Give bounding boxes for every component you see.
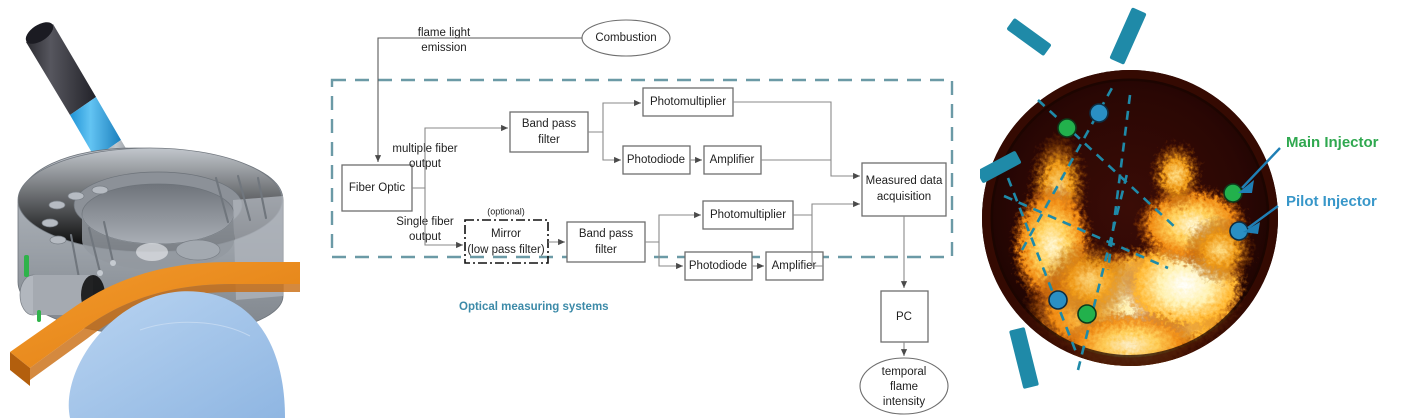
- amplifier-top-box: [703, 145, 762, 175]
- main-injector-label: Main Injector: [1286, 134, 1379, 151]
- combustion-label: Combustion: [595, 32, 656, 44]
- photodiode-bottom-box: [684, 251, 753, 281]
- injector-overlay-lines: [1003, 87, 1177, 371]
- flame-light-label-line2: emission: [421, 42, 466, 54]
- band-pass-top-line1: Band pass: [522, 118, 577, 130]
- band-pass-bottom-line1: Band pass: [579, 228, 634, 240]
- bandpass-top-to-pmt-connector: [588, 99, 641, 133]
- band-pass-filter-bottom-box: [566, 221, 646, 263]
- callout-arrowheads: [1238, 180, 1260, 234]
- flame-camera-image: Main Injector Pilot Injector: [980, 7, 1379, 389]
- photomultiplier-bottom-box: [702, 200, 794, 230]
- fiber-optic-label: Fiber Optic: [349, 182, 405, 194]
- amplifier-top-label: Amplifier: [710, 154, 755, 166]
- injector-struts: [980, 7, 1147, 389]
- daq-label-line2: acquisition: [877, 191, 931, 203]
- photomultiplier-top-label: Photomultiplier: [650, 96, 726, 108]
- band-pass-filter-top-box: [509, 111, 589, 153]
- callout-arrows: [1241, 147, 1281, 229]
- bandpass-bottom-to-pmt-connector: [645, 211, 701, 243]
- cad-cutaway-image: [10, 22, 300, 418]
- mirror-label-line2: (low pass filter): [467, 244, 544, 256]
- pilot-injector-markers: [1048, 103, 1249, 310]
- photomultiplier-bottom-label: Photomultiplier: [710, 209, 786, 221]
- output-label-line3: intensity: [883, 396, 925, 408]
- pc-label: PC: [896, 311, 912, 323]
- main-injector-markers: [1057, 118, 1243, 324]
- band-pass-bottom-line2: filter: [595, 244, 617, 256]
- pilot-injector-label: Pilot Injector: [1286, 193, 1377, 210]
- blue-dome: [68, 291, 285, 418]
- temporal-flame-intensity-node: [859, 357, 949, 415]
- flame-light-connector: [374, 37, 582, 162]
- main-injector-marker: [1077, 304, 1097, 324]
- output-label-line2: flame: [890, 381, 918, 393]
- flame-camera-panel: Main Injector Pilot Injector: [980, 0, 1411, 418]
- daq-label-line1: Measured data: [866, 175, 943, 187]
- band-pass-top-line2: filter: [538, 134, 560, 146]
- optional-note: (optional): [487, 206, 525, 216]
- bandpass-bottom-to-photodiode-connector: [658, 242, 683, 270]
- photomultiplier-top-box: [642, 87, 734, 117]
- output-label-line1: temporal: [882, 366, 927, 378]
- measured-data-acquisition-box: [861, 162, 947, 217]
- pmt-top-to-daq-connector: [733, 101, 860, 180]
- main-injector-marker: [1057, 118, 1077, 138]
- amplifier-bottom-label: Amplifier: [772, 260, 817, 272]
- single-fiber-connector: [412, 187, 463, 249]
- pilot-injector-marker: [1089, 103, 1109, 123]
- orange-plate: [10, 262, 300, 386]
- cad-cutaway-panel: [0, 0, 320, 418]
- photodiode-top-label: Photodiode: [627, 154, 685, 166]
- mirror-label-line1: Mirror: [491, 228, 521, 240]
- block-diagram: Optical measuring systems Combustion fla…: [330, 19, 954, 415]
- flame-light-label-line1: flame light: [418, 27, 471, 39]
- optical-systems-label: Optical measuring systems: [459, 301, 609, 313]
- bandpass-top-to-photodiode-connector: [602, 132, 621, 164]
- photodiode-bottom-label: Photodiode: [689, 260, 747, 272]
- pilot-injector-marker: [1048, 290, 1068, 310]
- bottom-branch-to-daq-connector: [811, 200, 860, 267]
- optical-measuring-diagram-panel: Optical measuring systems Combustion fla…: [320, 0, 980, 418]
- flame-region: [982, 70, 1278, 366]
- photodiode-top-box: [622, 145, 691, 175]
